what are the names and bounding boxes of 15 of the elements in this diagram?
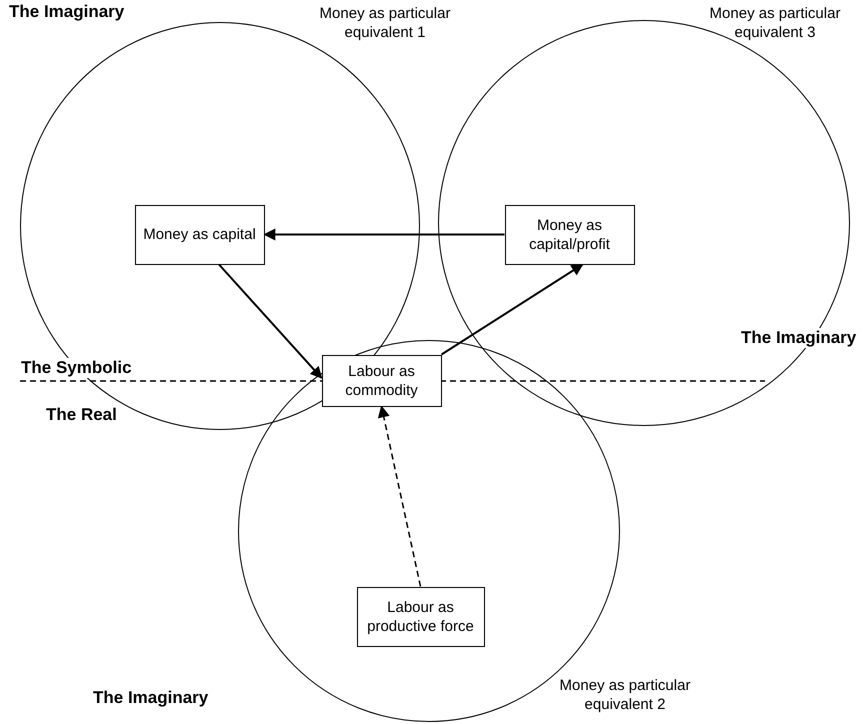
region-label: The Imaginary	[740, 328, 858, 348]
concept-box: Labour as productive force	[356, 586, 484, 646]
arrow	[263, 228, 504, 240]
region-label: The Imaginary	[92, 688, 210, 708]
region-label: The Imaginary	[8, 2, 126, 22]
region-label: The Symbolic	[20, 358, 133, 378]
concept-box: Money as capital	[134, 204, 264, 264]
dashed-arrow	[378, 405, 422, 587]
arrow	[440, 264, 584, 356]
concept-box: Labour as commodity	[322, 354, 442, 406]
concept-box: Money as capital/profit	[504, 204, 634, 264]
circle-caption: Money as particular equivalent 3	[708, 4, 842, 42]
arrow	[218, 264, 322, 379]
circle-caption: Money as particular equivalent 2	[558, 676, 692, 714]
circle-caption: Money as particular equivalent 1	[318, 4, 452, 42]
